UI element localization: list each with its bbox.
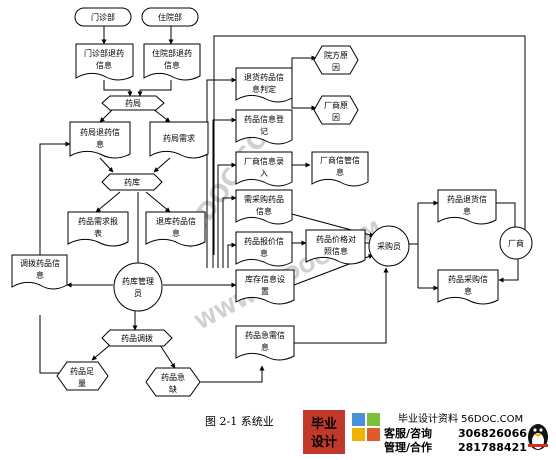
price-report-label-1: 药品报价信 bbox=[244, 236, 284, 246]
ip-return-label-1: 住院部退药 bbox=[152, 48, 192, 58]
labels: 门诊部 住院部 门诊部退药 信息 住院部退药 信息 药局 药局退药信 息 药局需… bbox=[20, 12, 524, 394]
purchase-info-label-1: 药品采购信 bbox=[448, 274, 488, 284]
urgent-need-label-2: 息 bbox=[261, 342, 269, 352]
figure-caption: 图 2-1 系统业 bbox=[205, 415, 274, 428]
pharmacy-hex bbox=[101, 95, 165, 111]
pharm-return-label-2: 息 bbox=[96, 139, 104, 149]
storehouse-hex bbox=[101, 173, 163, 191]
vendor-reason-hex bbox=[313, 95, 359, 125]
puzzle-icon bbox=[352, 413, 380, 441]
manage-label: 管理/合作 bbox=[384, 440, 432, 454]
vendor-reason-label-1: 厂商原 bbox=[324, 100, 348, 110]
manager-label-1: 药库管理 bbox=[122, 276, 154, 286]
op-return-label-2: 信息 bbox=[96, 60, 112, 70]
pharm-demand-doc bbox=[149, 121, 209, 159]
drug-register-label-2: 记 bbox=[260, 127, 268, 136]
need-purchase-label-1: 需采购药品 bbox=[244, 194, 284, 204]
brand-badge bbox=[303, 410, 345, 454]
return-drug-info-label-1: 退库药品信 bbox=[156, 216, 196, 226]
purchase-info-doc bbox=[437, 269, 499, 305]
vendor-entry-label-2: 入 bbox=[260, 169, 268, 178]
watermark-banner: 毕业 设计 毕业设计资料 56DOC.COM 客服/咨询 306826066 管… bbox=[303, 410, 548, 454]
transfer-info-label-1: 调拨药品信 bbox=[20, 258, 60, 268]
ip-return-label-2: 信息 bbox=[164, 60, 180, 70]
drug-shortage-label-1: 药品急 bbox=[161, 372, 185, 382]
stock-setting-label-2: 置 bbox=[261, 287, 269, 296]
op-return-label-1: 门诊部退药 bbox=[84, 48, 124, 58]
pharm-demand-label: 药局需求 bbox=[163, 133, 195, 143]
urgent-need-label-1: 药品急需信 bbox=[245, 330, 285, 340]
manager-circle bbox=[113, 262, 163, 312]
need-purchase-doc bbox=[235, 189, 293, 225]
drug-sufficient-label-1: 药品足 bbox=[70, 366, 94, 376]
outpatient-label: 门诊部 bbox=[91, 12, 115, 22]
stock-setting-label-1: 库存信息设 bbox=[245, 274, 285, 284]
inpatient-terminator bbox=[141, 7, 199, 27]
transfer-info-doc bbox=[11, 254, 68, 290]
purchaser-label: 采购员 bbox=[377, 241, 401, 251]
vendor-reason-label-2: 因 bbox=[332, 113, 340, 122]
transfer-info-label-2: 息 bbox=[36, 270, 44, 280]
drug-sufficient-label-2: 量 bbox=[78, 379, 86, 388]
drug-transfer-hex bbox=[101, 329, 173, 347]
brand-line-1: 毕业 bbox=[311, 416, 337, 432]
vendor-manage-label-2: 息 bbox=[336, 167, 344, 177]
drug-register-doc bbox=[235, 109, 293, 145]
price-compare-doc bbox=[305, 229, 366, 265]
return-judge-label-1: 退货药品信 bbox=[244, 72, 284, 82]
vendor-manage-label-1: 厂商信管信 bbox=[320, 155, 360, 165]
drug-shortage-label-2: 缺 bbox=[169, 384, 177, 394]
outpatient-terminator bbox=[74, 7, 132, 27]
storehouse-label: 药库 bbox=[124, 177, 140, 187]
service-label: 客服/咨询 bbox=[383, 426, 432, 440]
drug-demand-report-label-1: 药品需求报 bbox=[78, 216, 118, 226]
purchaser-circle bbox=[368, 225, 410, 267]
hospital-reason-label-1: 院方原 bbox=[324, 50, 348, 60]
urgent-need-doc bbox=[235, 325, 295, 361]
ip-return-doc bbox=[143, 43, 201, 81]
drug-sufficient-hex bbox=[56, 361, 109, 391]
return-judge-doc bbox=[235, 67, 293, 103]
return-judge-label-2: 息判定 bbox=[252, 84, 276, 94]
pharm-return-label-1: 药局退药信 bbox=[80, 127, 120, 137]
price-report-label-2: 息 bbox=[260, 248, 268, 258]
price-compare-label-1: 药品价格对 bbox=[316, 234, 356, 244]
hospital-reason-hex bbox=[313, 45, 359, 75]
pharm-return-doc bbox=[69, 121, 131, 159]
need-purchase-label-2: 信息 bbox=[256, 206, 272, 216]
return-drug-info-doc bbox=[145, 211, 206, 247]
purchase-info-label-2: 息 bbox=[464, 286, 472, 296]
penguin-icon bbox=[528, 424, 548, 450]
manage-number: 281788421 bbox=[458, 441, 527, 454]
vendor-entry-doc bbox=[235, 151, 293, 187]
return-goods-doc bbox=[437, 189, 497, 225]
op-return-doc bbox=[75, 43, 134, 81]
drug-shortage-hex bbox=[145, 367, 201, 397]
vendor-label: 厂商 bbox=[508, 238, 524, 248]
pharmacy-label: 药局 bbox=[125, 98, 141, 108]
drug-transfer-label: 药品调拨 bbox=[121, 333, 153, 343]
vendor-circle bbox=[499, 226, 533, 260]
inpatient-label: 住院部 bbox=[158, 12, 182, 22]
site-text: 毕业设计资料 56DOC.COM bbox=[398, 412, 523, 425]
return-goods-label-2: 息 bbox=[463, 206, 471, 216]
drug-demand-report-label-2: 表 bbox=[94, 228, 102, 238]
return-goods-label-1: 药品退货信 bbox=[447, 194, 487, 204]
manager-label-2: 员 bbox=[134, 289, 142, 298]
vendor-entry-label-1: 厂商信息录 bbox=[244, 156, 284, 166]
drug-register-label-1: 药品信息登 bbox=[244, 114, 284, 124]
brand-line-2: 设计 bbox=[311, 434, 337, 450]
price-compare-label-2: 照信息 bbox=[324, 246, 348, 256]
vendor-manage-doc bbox=[311, 151, 369, 187]
service-number: 306826066 bbox=[458, 427, 527, 440]
stock-setting-doc bbox=[235, 269, 295, 305]
price-report-doc bbox=[235, 231, 293, 267]
hospital-reason-label-2: 因 bbox=[332, 63, 340, 72]
shapes bbox=[11, 7, 533, 397]
return-drug-info-label-2: 息 bbox=[172, 228, 180, 238]
drug-demand-report-doc bbox=[67, 211, 129, 247]
